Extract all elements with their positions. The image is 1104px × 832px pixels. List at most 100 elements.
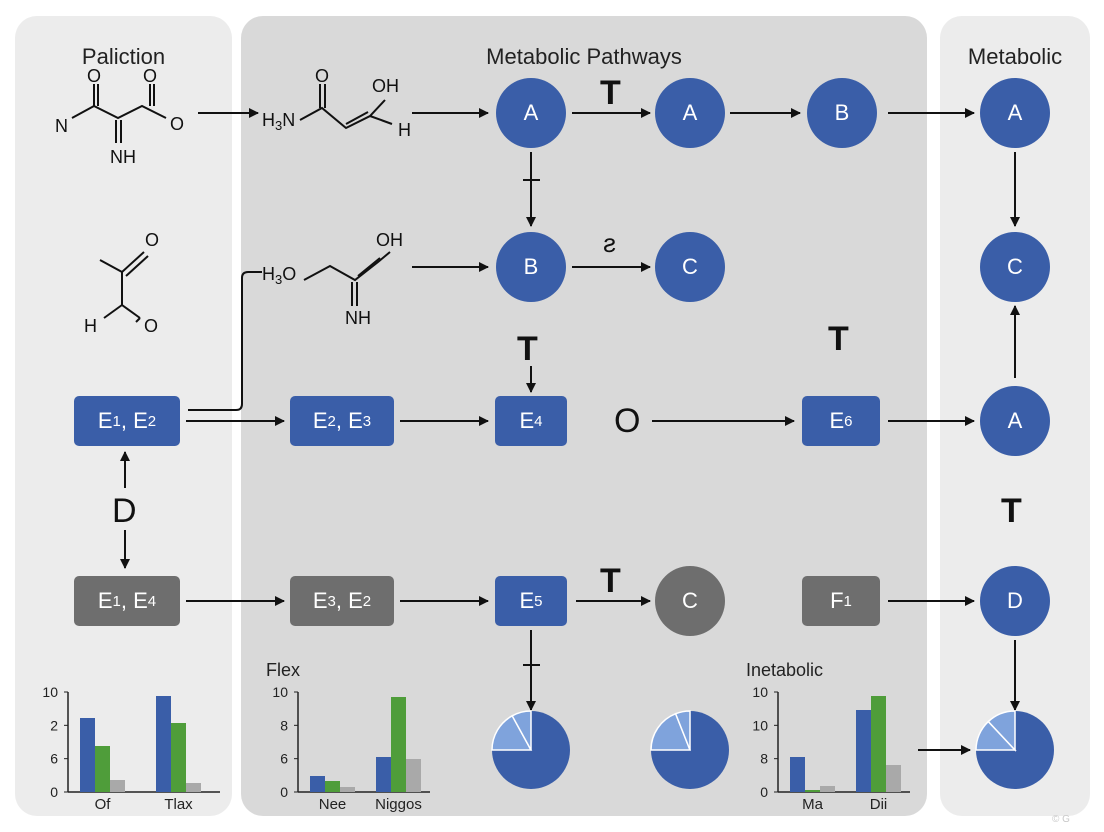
- node-a-2[interactable]: A: [655, 78, 725, 148]
- mini-chart-y-tick-label: 0: [760, 784, 768, 800]
- m2-h3n-label: H3N: [262, 110, 295, 133]
- node-c-3[interactable]: C: [655, 566, 725, 636]
- molecule-3: [99, 251, 149, 323]
- m3-o1-label: O: [145, 230, 159, 250]
- watermark: © G: [1052, 814, 1070, 825]
- molecule-1: [71, 84, 167, 143]
- pie-chart-1: [491, 710, 570, 789]
- right-panel-title: Metabolic: [967, 44, 1063, 69]
- mini-chart-bar: [325, 781, 340, 792]
- t-symbol-bottom: T: [600, 562, 621, 600]
- t-symbol-right-low: T: [1001, 492, 1022, 530]
- mini-chart-left: 10 2 6 0Of Tlax: [42, 684, 220, 813]
- mini-chart-middle-title: Flex: [266, 660, 301, 680]
- o-symbol: O: [614, 402, 641, 440]
- node-c-1[interactable]: C: [655, 232, 725, 302]
- mini-chart-y-tick-label: 0: [280, 784, 288, 800]
- t-symbol-top: T: [600, 74, 621, 112]
- mini-chart-bar: [391, 697, 406, 792]
- mini-chart-category-label: Niggos: [375, 796, 422, 813]
- mini-chart-bar: [856, 710, 871, 792]
- molecule-2: [299, 84, 393, 130]
- m4-h3o-label: H3O: [262, 264, 296, 287]
- m2-oh-label: OH: [372, 76, 399, 96]
- mini-chart-bar: [95, 746, 110, 792]
- m4-nh-label: NH: [345, 308, 371, 328]
- mini-chart-bar: [886, 765, 901, 792]
- mini-chart-y-tick-label: 6: [50, 751, 58, 767]
- m4-oh-label: OH: [376, 230, 403, 250]
- mini-chart-y-tick-label: 6: [280, 751, 288, 767]
- node-a-1[interactable]: A: [496, 78, 566, 148]
- mini-chart-bar: [156, 696, 171, 792]
- pie-slice: [511, 710, 532, 751]
- mini-chart-bar: [186, 783, 201, 792]
- mini-chart-y-tick-label: 10: [272, 684, 288, 700]
- m1-o3-label: O: [170, 114, 184, 134]
- arrows: [120, 108, 1020, 755]
- mini-chart-right-title: Inetabolic: [746, 660, 824, 680]
- mini-chart-right: 10 10 8 0Ma Dii: [752, 684, 910, 813]
- mini-chart-y-tick-label: 2: [50, 717, 58, 733]
- mini-chart-category-label: Dii: [870, 796, 888, 813]
- m3-o2-label: O: [144, 316, 158, 336]
- mini-chart-y-tick-label: 10: [752, 717, 768, 733]
- mini-chart-y-tick-label: 10: [752, 684, 768, 700]
- pie-slice: [650, 712, 692, 751]
- connector-e1e2-m4: [188, 271, 262, 411]
- mini-chart-y-tick-label: 0: [50, 784, 58, 800]
- middle-panel-title: Metabolic Pathways: [486, 44, 682, 69]
- pie-slice: [674, 710, 691, 751]
- mini-chart-category-label: Of: [95, 796, 112, 813]
- m2-h-label: H: [398, 120, 411, 140]
- mini-chart-bar: [340, 787, 355, 792]
- d-symbol: D: [112, 492, 137, 530]
- mini-chart-bar: [80, 718, 95, 792]
- molecule-4: [303, 251, 391, 306]
- t-symbol-mid: T: [517, 330, 538, 368]
- node-a-3[interactable]: A: [980, 78, 1050, 148]
- m3-h-label: H: [84, 316, 97, 336]
- mini-chart-bar: [871, 696, 886, 792]
- mini-chart-bar: [171, 723, 186, 792]
- mini-chart-category-label: Tlax: [164, 796, 193, 813]
- node-b-2[interactable]: B: [496, 232, 566, 302]
- t-symbol-right: T: [828, 320, 849, 358]
- mini-chart-category-label: Nee: [319, 796, 347, 813]
- mini-chart-bar: [376, 757, 391, 792]
- pie-slice: [491, 714, 533, 751]
- node-a-4[interactable]: A: [980, 386, 1050, 456]
- mini-chart-category-label: Ma: [802, 796, 823, 813]
- m1-nh-label: NH: [110, 147, 136, 167]
- mini-chart-bar: [820, 786, 835, 792]
- mini-chart-bar: [110, 780, 125, 792]
- mini-chart-bar: [805, 790, 820, 792]
- pie-chart-2: [650, 710, 729, 789]
- mini-chart-bar: [790, 757, 805, 792]
- mini-chart-y-tick-label: 8: [760, 751, 768, 767]
- node-b-1[interactable]: B: [807, 78, 877, 148]
- node-c-2[interactable]: C: [980, 232, 1050, 302]
- mini-chart-bar: [406, 759, 421, 792]
- swirl-symbol: ƨ: [603, 228, 616, 258]
- pie-slice: [987, 710, 1016, 752]
- node-d-1[interactable]: D: [980, 566, 1050, 636]
- mini-chart-bar: [310, 776, 325, 792]
- mini-chart-y-tick-label: 8: [280, 717, 288, 733]
- m2-o-label: O: [315, 66, 329, 86]
- m1-o2-label: O: [143, 66, 157, 86]
- mini-chart-y-tick-label: 10: [42, 684, 58, 700]
- pie-chart-3: [975, 710, 1054, 789]
- left-panel-title: Paliction: [81, 44, 166, 69]
- m1-o1-label: O: [87, 66, 101, 86]
